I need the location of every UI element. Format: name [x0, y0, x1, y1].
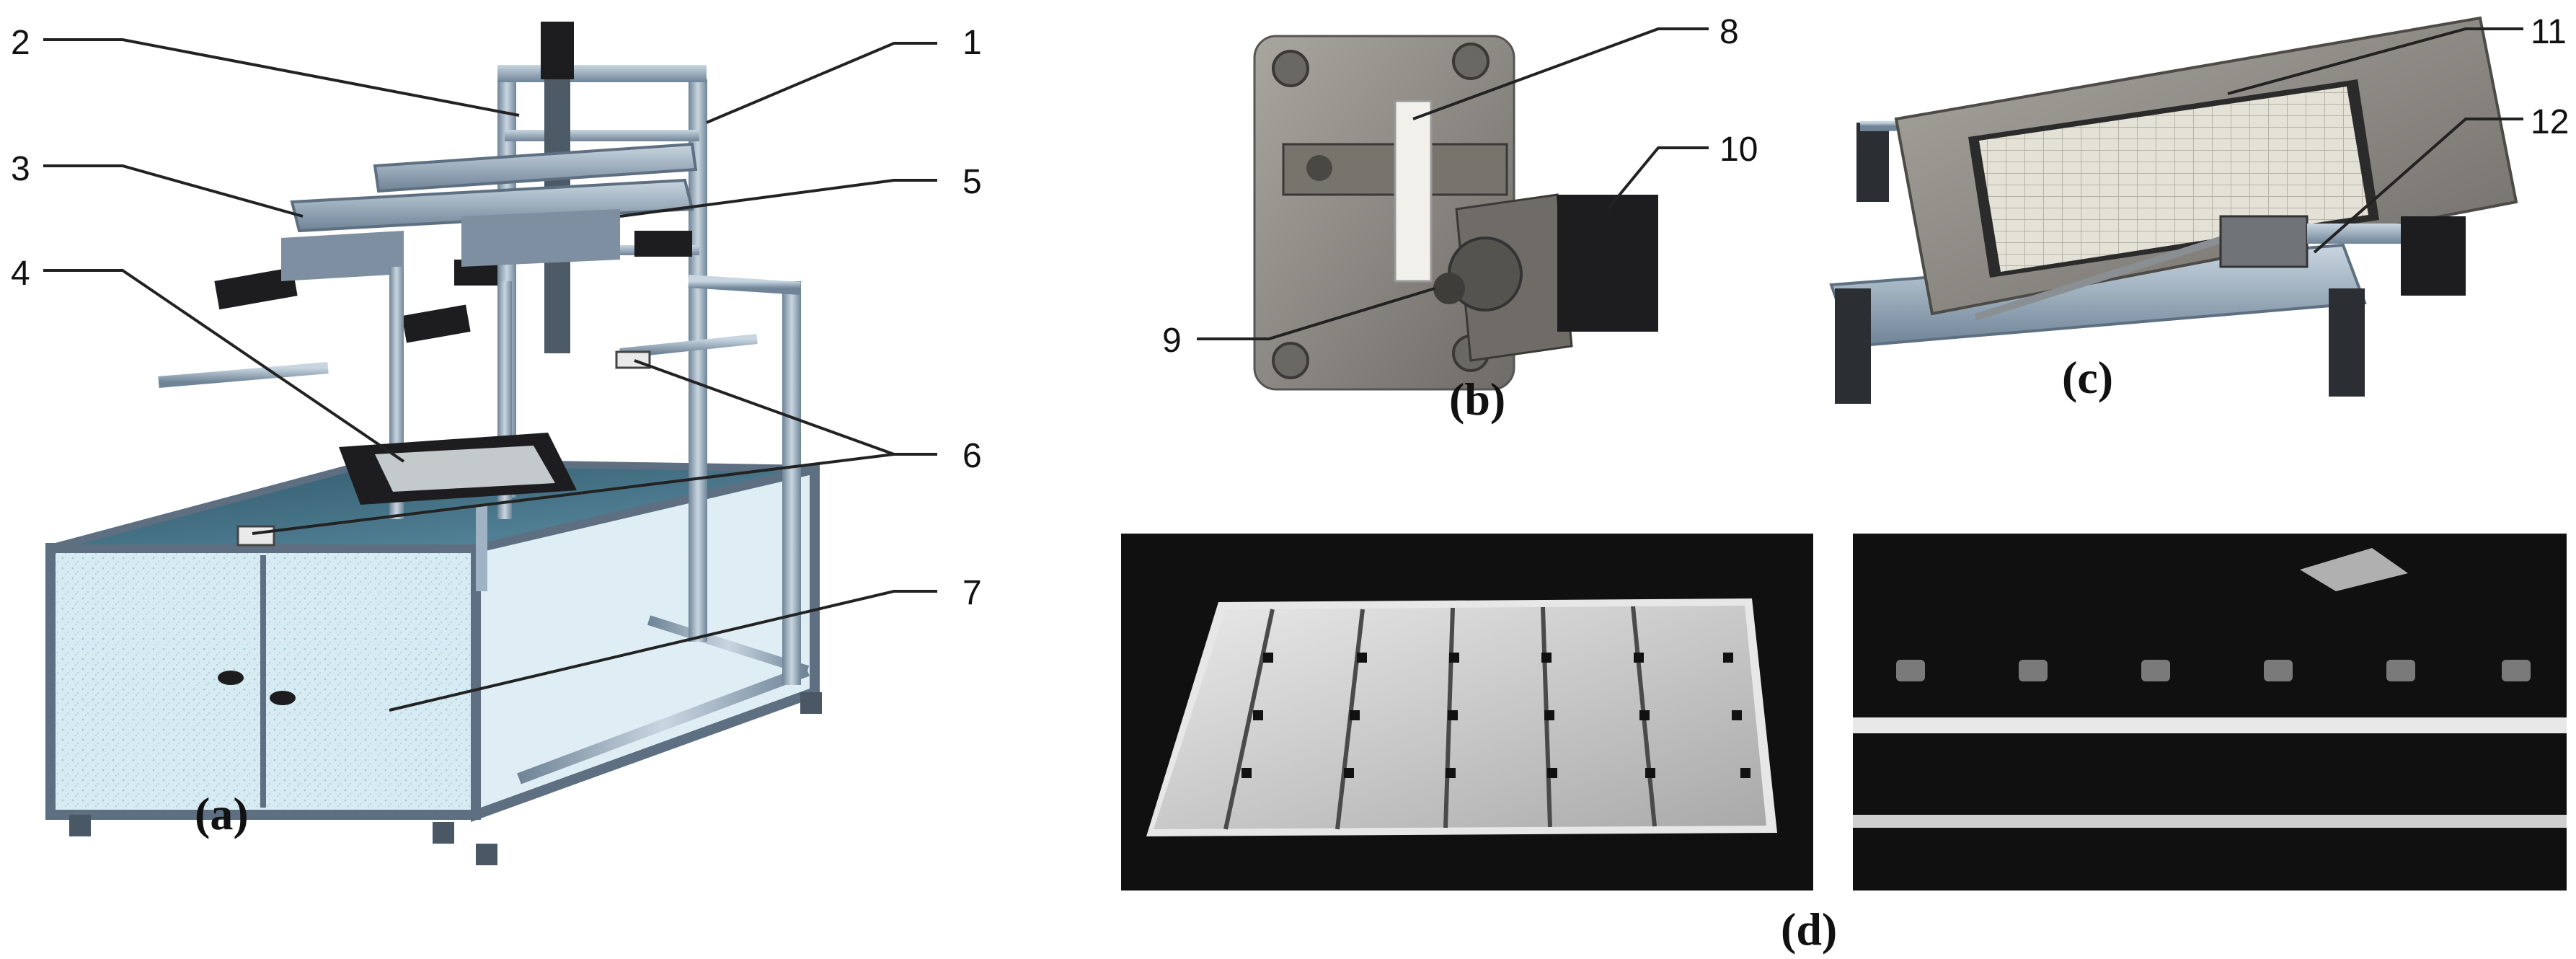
- leaders-c: [2227, 27, 2523, 254]
- caption-a: (a): [195, 788, 249, 839]
- caption-d: (d): [1781, 903, 1837, 955]
- panel-c-tilt-stage: 11 12 (c): [1829, 13, 2569, 404]
- callout-2: 2: [11, 24, 30, 62]
- lift-stepper-motor: [1557, 195, 1658, 332]
- camera-left: [236, 525, 275, 547]
- caption-b: (b): [1449, 374, 1505, 425]
- left-camera-frame: [158, 334, 758, 613]
- tilt-stepper-motor: [2401, 216, 2466, 296]
- callout-4: 4: [11, 255, 30, 293]
- callout-9: 9: [1162, 322, 1182, 360]
- callout-3: 3: [11, 150, 30, 188]
- callout-1: 1: [962, 24, 982, 62]
- z-motor: [541, 22, 574, 79]
- panel-a-machine: 1 2 3 4 5 6 7 (a): [11, 22, 982, 865]
- callout-6: 6: [962, 437, 982, 475]
- callout-8: 8: [1719, 13, 1739, 51]
- cabinet-handle-right: [270, 691, 296, 705]
- work-table: [339, 433, 577, 591]
- callout-12: 12: [2531, 103, 2569, 141]
- photo-right-edge: [1853, 534, 2567, 890]
- leaders-b: [1197, 27, 1709, 340]
- callout-10: 10: [1719, 131, 1758, 169]
- callout-7: 7: [962, 574, 982, 612]
- callout-11: 11: [2531, 13, 2567, 51]
- panel-b-lift-module: 8 9 10 (b): [1162, 13, 1758, 425]
- suction-rod: [1394, 100, 1433, 283]
- edge-marks: [1896, 660, 2531, 681]
- callout-5: 5: [962, 163, 982, 201]
- photo-left-wafer: [1121, 534, 1813, 890]
- busbar-marks: [1241, 653, 1750, 778]
- caption-c: (c): [2062, 352, 2113, 403]
- gantry: [214, 142, 698, 343]
- panel-d-camera-images: (d): [1121, 534, 2567, 955]
- cabinet-handle-left: [218, 671, 244, 685]
- leaders-a: [43, 38, 937, 712]
